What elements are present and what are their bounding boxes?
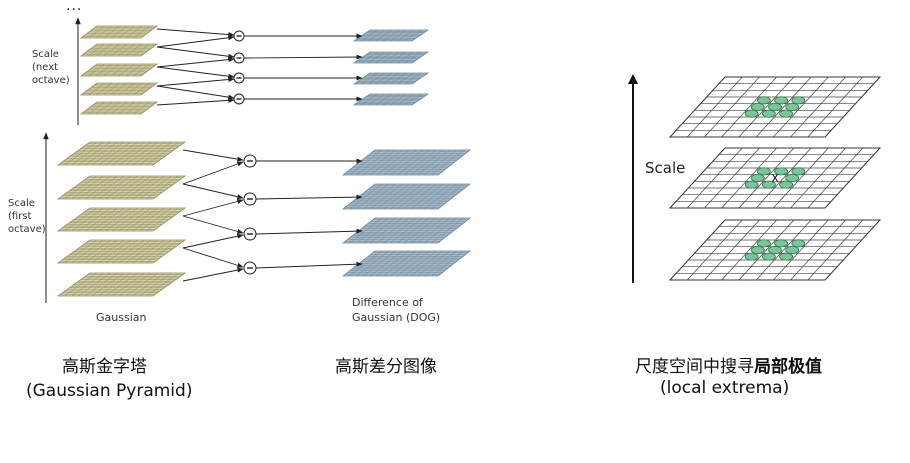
- arrow-g-to-node-first-b3: [182, 233, 244, 249]
- gaussian-layer-first-5: [56, 272, 187, 297]
- arrow-g-to-node-next-b4: [156, 97, 235, 106]
- gaussian-label: Gaussian: [96, 311, 147, 324]
- scale-space-layer-2: X: [668, 147, 882, 209]
- dog-layer-first-4: [341, 250, 472, 277]
- dog-layer-next-2: [352, 51, 430, 64]
- gaussian-layer-first-4: [56, 239, 187, 264]
- neighbor-dot: [779, 180, 794, 189]
- arrow-g-to-node-first-b1: [182, 161, 244, 185]
- neighbor-dot: [768, 103, 782, 112]
- neighbor-dot: [791, 167, 806, 176]
- dog-layer-next-4: [352, 93, 430, 106]
- minus-node-first-3: [243, 227, 257, 241]
- arrow-g-to-node-first-a2: [182, 183, 244, 200]
- ellipsis: ...: [66, 0, 83, 14]
- neighbor-dot: [779, 109, 794, 118]
- arrow-g-to-node-next-b1: [156, 35, 235, 48]
- dog-label: Difference of Gaussian (DOG): [352, 296, 441, 324]
- caption-extrema-en: (local extrema): [660, 378, 790, 398]
- scale-space-layers: X: [668, 76, 882, 281]
- arrow-node-to-dog-first-3: [255, 228, 363, 235]
- caption-dog-cn: 高斯差分图像: [335, 357, 437, 377]
- caption-extrema-cn: 尺度空间中搜寻局部极值: [635, 352, 822, 377]
- arrow-g-to-node-next-a3: [156, 66, 235, 79]
- caption-extrema-normal: 尺度空间中搜寻: [635, 357, 754, 377]
- neighbor-dot: [768, 245, 782, 254]
- gaussian-layer-next-5: [79, 101, 159, 115]
- scale-first-octave-label: Scale (first octave): [8, 198, 46, 235]
- gaussian-layer-first-1: [56, 141, 187, 166]
- neighbor-dot: [785, 173, 800, 182]
- minus-node-next-4: [233, 93, 245, 105]
- arrow-g-to-node-first-a1: [182, 149, 244, 162]
- arrow-node-to-dog-first-2: [255, 194, 363, 200]
- caption-pyramid-en: (Gaussian Pyramid): [26, 381, 193, 401]
- minus-node-next-1: [233, 30, 245, 42]
- neighbor-dot: [750, 103, 765, 112]
- caption-extrema-bold: 局部极值: [754, 357, 822, 377]
- arrow-node-to-dog-next-2: [243, 54, 363, 60]
- scale-label-right: Scale: [645, 159, 686, 177]
- dog-layer-first-2: [341, 183, 472, 210]
- arrow-g-to-node-first-a3: [182, 215, 244, 234]
- dog-layers: [341, 29, 472, 277]
- scale-space-layer-3: [668, 219, 882, 281]
- subtraction-arrows: [156, 28, 363, 282]
- neighbor-dot: [744, 180, 759, 189]
- arrow-g-to-node-next-a2: [156, 46, 235, 59]
- neighbor-dot: [750, 173, 765, 182]
- gaussian-layer-next-1: [79, 25, 159, 39]
- scale-space-layer-1: [668, 76, 882, 138]
- neighbor-dot: [774, 96, 789, 105]
- arrow-node-to-dog-first-4: [255, 261, 363, 269]
- arrow-g-to-node-next-b2: [156, 57, 235, 68]
- minus-node-first-4: [243, 261, 257, 275]
- scale-next-octave-label: Scale (next octave): [32, 49, 70, 86]
- caption-pyramid-cn: 高斯金字塔: [62, 357, 147, 377]
- arrow-g-to-node-first-a4: [182, 247, 244, 268]
- minus-node-first-2: [243, 192, 257, 206]
- neighbor-dot: [779, 252, 794, 261]
- dog-layer-next-1: [352, 29, 430, 42]
- neighbor-dot: [744, 109, 759, 118]
- neighbor-dot: [761, 109, 776, 118]
- neighbor-dot: [791, 96, 806, 105]
- neighbor-dot: [791, 239, 806, 248]
- minus-node-next-2: [233, 52, 245, 64]
- gaussian-layer-next-3: [79, 63, 159, 77]
- neighbor-dot: [785, 103, 800, 112]
- arrow-g-to-node-next-a1: [156, 28, 235, 38]
- neighbor-dot: [774, 167, 789, 176]
- neighbor-dot: [761, 252, 776, 261]
- arrow-g-to-node-next-a4: [156, 85, 235, 100]
- neighbor-dot: [756, 96, 771, 105]
- arrow-g-to-node-first-b2: [182, 199, 244, 217]
- neighbor-dot: [750, 245, 765, 254]
- neighbor-dot: [744, 252, 759, 261]
- sample-point-marker: X: [771, 172, 779, 185]
- gaussian-layer-first-2: [56, 175, 187, 200]
- arrow-g-to-node-next-b3: [156, 77, 235, 87]
- neighbor-dot: [785, 245, 800, 254]
- neighbor-dot: [761, 180, 776, 189]
- gaussian-layer-next-4: [79, 82, 159, 96]
- gaussian-layers: [56, 25, 187, 297]
- neighbor-dot: [756, 239, 771, 248]
- dog-layer-next-3: [352, 72, 430, 85]
- gaussian-layer-next-2: [79, 43, 159, 57]
- arrow-g-to-node-first-b4: [182, 267, 244, 282]
- minus-node-next-3: [233, 72, 245, 84]
- neighbor-dot: [774, 239, 789, 248]
- gaussian-layer-first-3: [56, 207, 187, 232]
- dog-layer-first-3: [341, 217, 472, 244]
- dog-layer-first-1: [341, 149, 472, 176]
- neighbor-dot: [756, 167, 771, 176]
- minus-node-first-1: [243, 154, 257, 168]
